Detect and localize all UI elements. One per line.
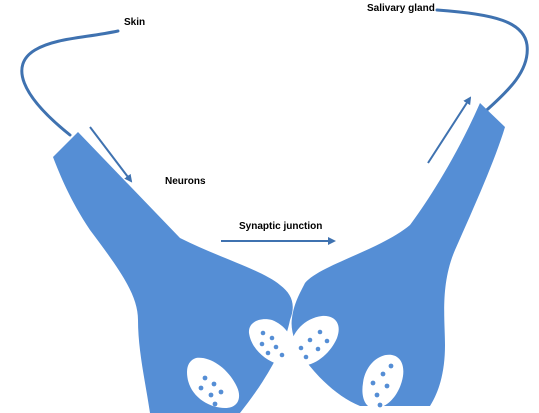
vesicle-cluster-right-bottom: [362, 354, 404, 409]
salivary-gland-label: Salivary gland: [367, 3, 435, 14]
skin-nerve-fiber: [20, 29, 120, 137]
gland-nerve-fiber: [435, 8, 529, 118]
skin-label: Skin: [124, 17, 146, 28]
right-neuron: [291, 103, 505, 406]
vesicle-cluster-right-top: [289, 315, 339, 367]
left-neuron: [53, 132, 293, 413]
synaptic-junction-label: Synaptic junction: [239, 221, 323, 232]
vesicle-cluster-left-top: [248, 319, 296, 366]
vesicle-cluster-left-bottom: [187, 357, 240, 408]
arrow-toward-gland: [427, 96, 472, 164]
neurons-label: Neurons: [165, 176, 206, 187]
arrow-toward-neurons: [89, 126, 133, 183]
